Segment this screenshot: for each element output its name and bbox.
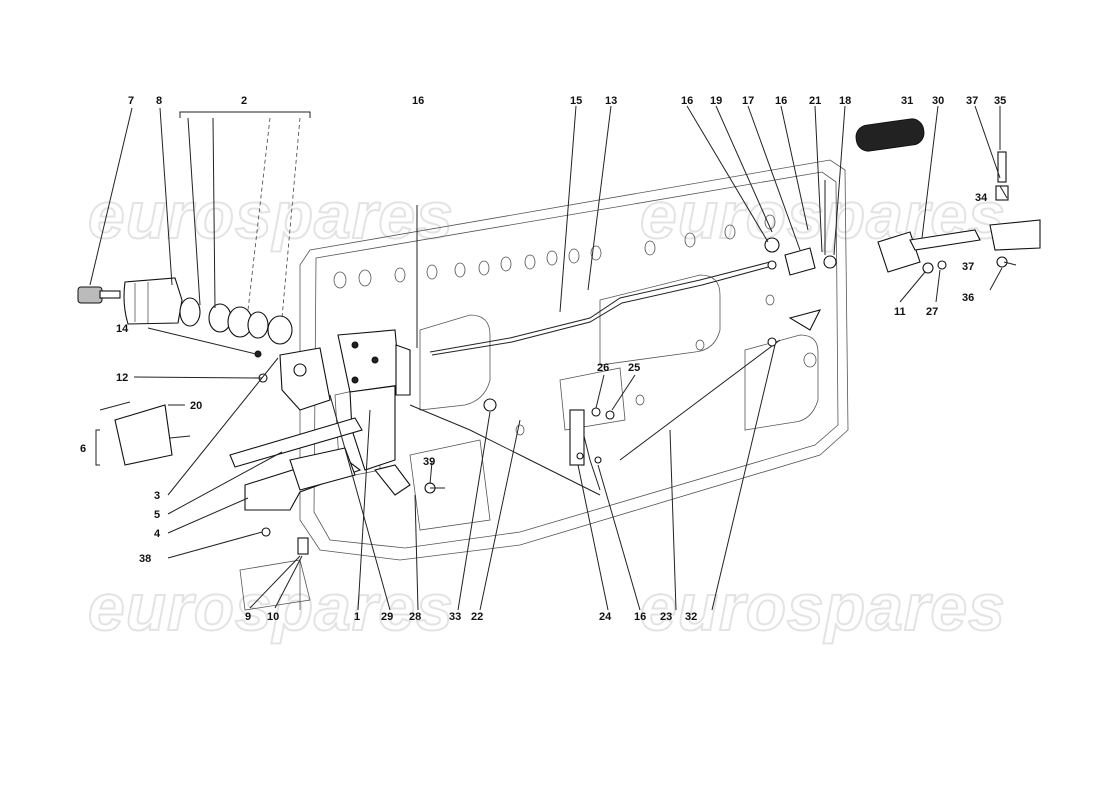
callout-label: 32 [685, 611, 697, 623]
callout-labels: 7 8 2 16 15 13 16 19 17 16 21 18 31 30 3… [80, 95, 1006, 623]
right-components [764, 118, 1041, 276]
callout-label: 9 [245, 611, 251, 623]
callout-label: 17 [742, 95, 754, 107]
callout-label: 5 [154, 509, 160, 521]
watermark-text-bottom-right: eurospares [640, 570, 1006, 644]
callout-label: 22 [471, 611, 483, 623]
callout-label: 7 [128, 95, 134, 107]
latch-plate [279, 347, 331, 411]
callout-label: 13 [605, 95, 617, 107]
callout-label: 28 [409, 611, 421, 623]
callout-label: 1 [354, 611, 360, 623]
callout-label: 39 [423, 456, 435, 468]
callout-label: 37 [962, 261, 974, 273]
hinge-30 [877, 231, 921, 273]
watermark-text-top-left: eurospares [88, 178, 454, 252]
group-bracket-2 [179, 111, 311, 118]
callout-label: 16 [634, 611, 646, 623]
callout-label: 16 [681, 95, 693, 107]
callout-label: 34 [975, 192, 988, 204]
bracket-assembly [99, 401, 191, 466]
grommet-31 [855, 118, 925, 152]
callout-label: 33 [449, 611, 461, 623]
callout-label: 6 [80, 443, 86, 455]
panel-holes [333, 214, 817, 436]
callout-label: 23 [660, 611, 672, 623]
callout-label: 30 [932, 95, 944, 107]
callout-label: 20 [190, 400, 202, 412]
callout-label: 4 [154, 528, 161, 540]
callout-label: 12 [116, 372, 128, 384]
leader-lines [89, 105, 1017, 611]
callout-label: 8 [156, 95, 162, 107]
callout-label: 18 [839, 95, 851, 107]
callout-label: 14 [116, 323, 129, 335]
callout-label: 29 [381, 611, 393, 623]
callout-label: 2 [241, 95, 247, 107]
watermark-group: eurospares eurospares eurospares eurospa… [87, 177, 1006, 645]
mid-fittings [483, 309, 822, 466]
key-part [77, 286, 103, 304]
group-bracket-6 [95, 429, 100, 466]
callout-label: 16 [412, 95, 424, 107]
callout-label: 26 [597, 362, 609, 374]
callout-label: 21 [809, 95, 821, 107]
callout-label: 10 [267, 611, 279, 623]
callout-label: 15 [570, 95, 582, 107]
door-lock-mechanism [337, 329, 411, 496]
callout-label: 36 [962, 292, 974, 304]
callout-label: 25 [628, 362, 640, 374]
callout-label: 35 [994, 95, 1006, 107]
callout-label: 24 [599, 611, 612, 623]
watermark-text-top-right: eurospares [640, 178, 1006, 252]
rod-linkage [229, 417, 363, 511]
lock-cylinder-assembly [77, 277, 293, 383]
callout-label: 19 [710, 95, 722, 107]
callout-label: 11 [894, 306, 906, 318]
callout-label: 38 [139, 553, 151, 565]
callout-label: 16 [775, 95, 787, 107]
watermark-text-bottom-left: eurospares [88, 570, 454, 644]
callout-label: 3 [154, 490, 160, 502]
lock-cylinder [123, 277, 183, 325]
callout-label: 27 [926, 306, 938, 318]
callout-label: 31 [901, 95, 913, 107]
callout-label: 37 [966, 95, 978, 107]
